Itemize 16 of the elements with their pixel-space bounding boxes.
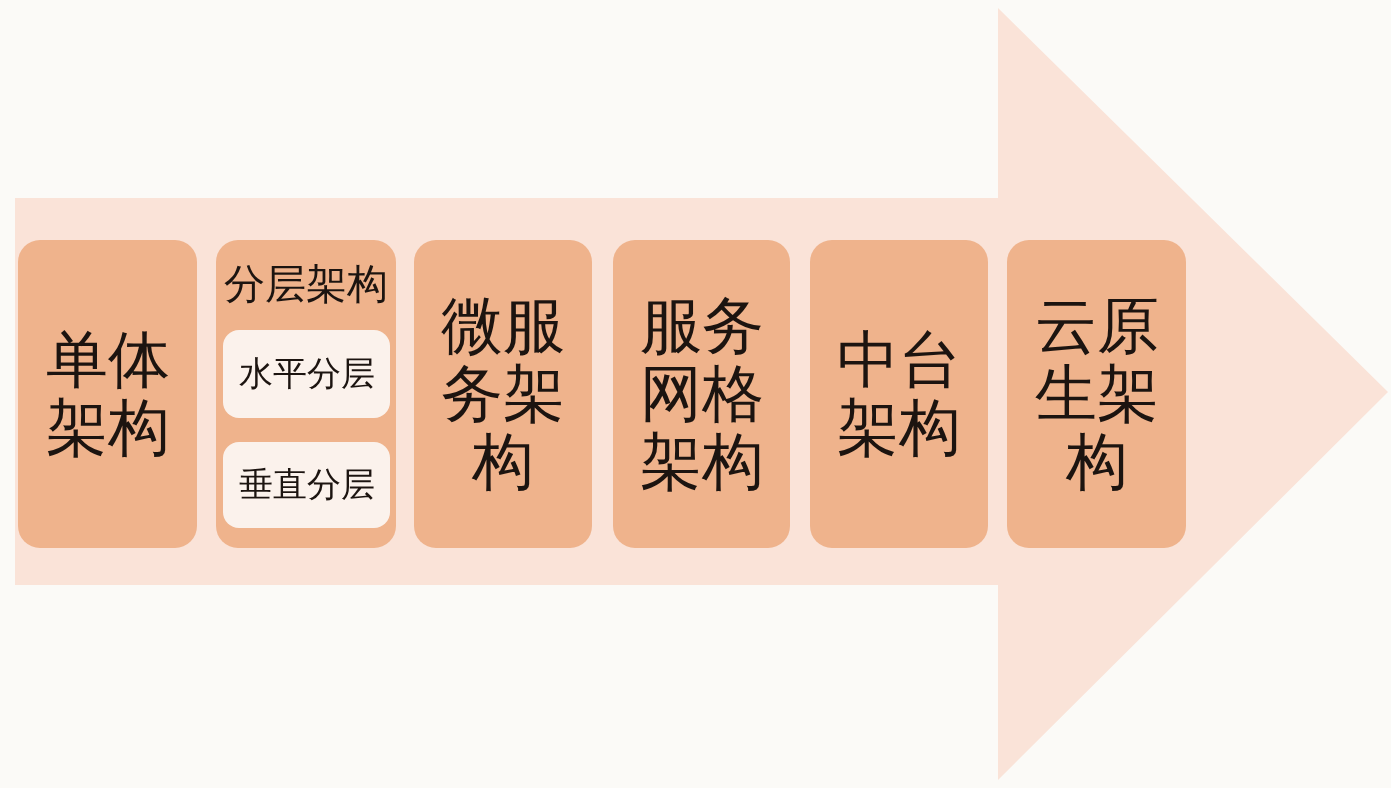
- stage-card: [414, 240, 592, 548]
- stage-label: 服务网格架构: [638, 291, 765, 497]
- stage-card: [613, 240, 790, 548]
- group-heading: 分层架构: [224, 262, 388, 308]
- stage-card: [18, 240, 197, 548]
- stage-card: [1007, 240, 1186, 548]
- group-card: [216, 240, 396, 548]
- stage-label: 云原生架构: [1033, 291, 1160, 497]
- sub-label: 水平分层: [238, 355, 375, 393]
- sub-card: [223, 330, 390, 418]
- sub-label: 垂直分层: [238, 466, 375, 504]
- stage-label: 中台架构: [836, 325, 962, 463]
- stage-label: 微服务架构: [440, 291, 566, 497]
- stage-card: [810, 240, 988, 548]
- stage-label: 单体架构: [44, 325, 171, 463]
- sub-card: [223, 442, 390, 528]
